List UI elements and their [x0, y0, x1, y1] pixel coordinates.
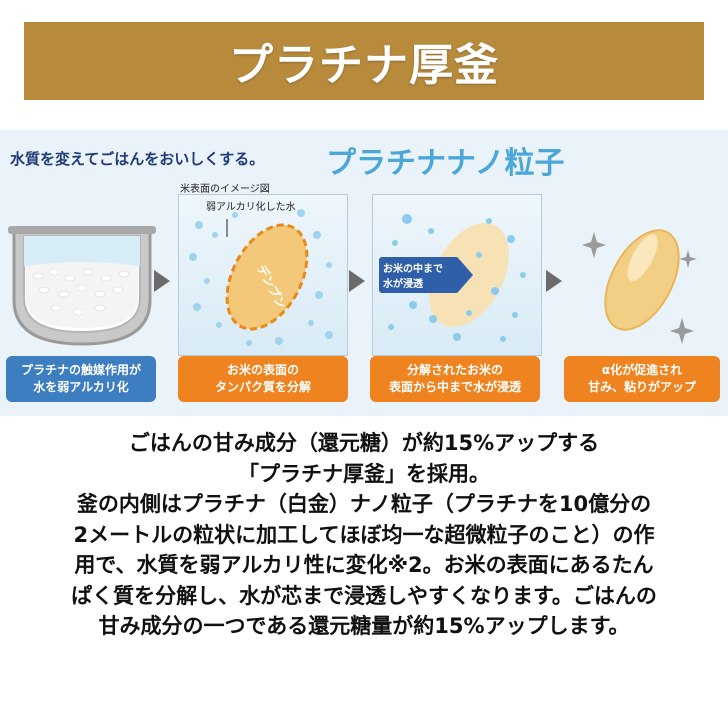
water-penetration-illustration: お米の中まで 水が浸透 — [379, 214, 526, 342]
description-line: 釜の内側はプラチナ（白金）ナノ粒子（プラチナを10億分の — [76, 492, 652, 516]
water-penetration-box: お米の中まで 水が浸透 — [372, 194, 542, 356]
description-line: 用で、水質を弱アルカリ性に変化※2。お米の表面にあるたん — [74, 553, 654, 577]
caption-line: お米の表面の — [226, 363, 299, 377]
description-line: 甘み成分の一つである還元糖量が約15%アップします。 — [98, 614, 630, 638]
glossy-rice-illustration — [582, 229, 697, 344]
sparkle-icon — [582, 232, 697, 344]
description-line: ごはんの甘み成分（還元糖）が約15%アップする — [128, 431, 600, 455]
description-line: ぱく質を分解し、水が芯まで浸透しやすくなります。ごはんの — [71, 583, 657, 608]
penetration-label-line1: お米の中まで — [383, 262, 443, 275]
rice-pot-illustration — [8, 226, 156, 346]
step-arrow — [546, 270, 562, 292]
caption-line: 水を弱アルカリ化 — [33, 380, 129, 394]
caption-line: 甘み、粘りがアップ — [587, 380, 696, 394]
caption-line: 表面から中まで水が浸透 — [388, 380, 521, 394]
explanation-diagram: 水質を変えてごはんをおいしくする。 プラチナナノ粒子 米表面のイメージ図 — [0, 130, 728, 416]
nano-particle-title: プラチナナノ粒子 — [326, 146, 565, 181]
caption-line: 分解されたお米の — [406, 363, 503, 377]
page-title: プラチナ厚釜 — [229, 40, 499, 91]
diagram-lead-text: 水質を変えてごはんをおいしくする。 — [10, 150, 265, 168]
description-text: ごはんの甘み成分（還元糖）が約15%アップする 「プラチナ厚釜」を採用。 釜の内… — [0, 428, 728, 642]
title-banner: プラチナ厚釜 — [24, 22, 704, 100]
alkaline-water-label: 弱アルカリ化した水 — [206, 202, 296, 213]
penetration-label-line2: 水が浸透 — [382, 277, 424, 290]
caption-line: プラチナの触媒作用が — [20, 363, 141, 377]
caption-line: タンパク質を分解 — [214, 380, 311, 394]
caption-line: α化が促進され — [601, 363, 683, 377]
rice-surface-box: デンプン — [178, 194, 348, 356]
step-arrow — [349, 270, 365, 292]
step-caption-2: お米の表面のタンパク質を分解 — [178, 356, 348, 402]
image-label: 米表面のイメージ図 — [180, 184, 270, 195]
step-caption-1: プラチナの触媒作用が水を弱アルカリ化 — [6, 356, 156, 402]
step-arrow — [154, 270, 170, 292]
description-line: 「プラチナ厚釜」を採用。 — [238, 461, 490, 486]
rice-surface-illustration: デンプン — [189, 209, 333, 346]
description-line: 2メートルの粒状に加工してほぼ均一な超微粒子のこと）の作 — [73, 522, 655, 547]
step-caption-4: α化が促進され甘み、粘りがアップ — [564, 356, 720, 402]
step-caption-3: 分解されたお米の表面から中まで水が浸透 — [370, 356, 540, 402]
